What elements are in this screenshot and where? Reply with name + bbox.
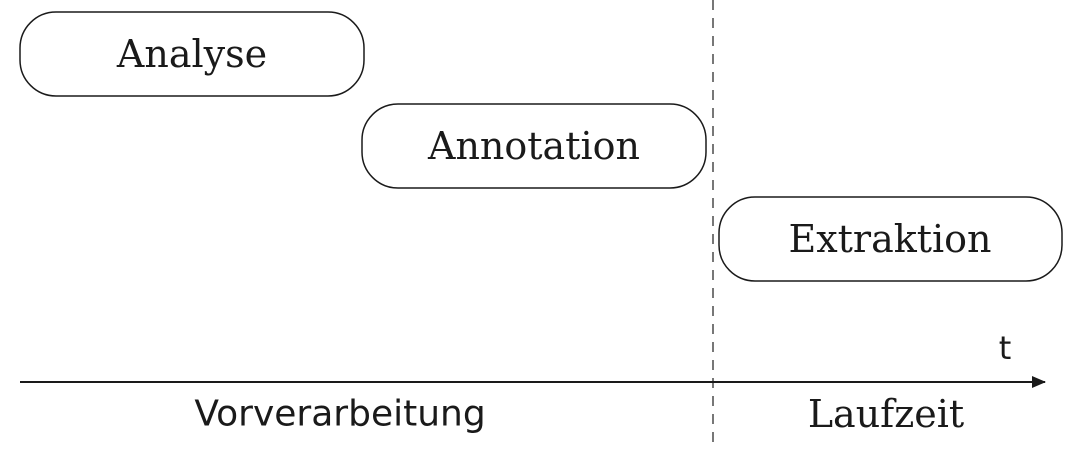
phase-label-annotation: Annotation [427,124,640,168]
phase-label-analyse: Analyse [116,32,267,76]
phase-analyse: Analyse [19,11,365,97]
phase-box-extraktion [718,196,1063,282]
phase-annotation: Annotation [361,103,707,189]
period-label-runtime: Laufzeit [808,392,964,436]
time-axis-label: t [999,329,1012,367]
phase-box-analyse [19,11,365,97]
phase-box-annotation [361,103,707,189]
phase-label-extraktion: Extraktion [788,217,991,261]
period-label-preprocessing: Vorverarbeitung [194,394,485,435]
phase-extraktion: Extraktion [718,196,1063,282]
